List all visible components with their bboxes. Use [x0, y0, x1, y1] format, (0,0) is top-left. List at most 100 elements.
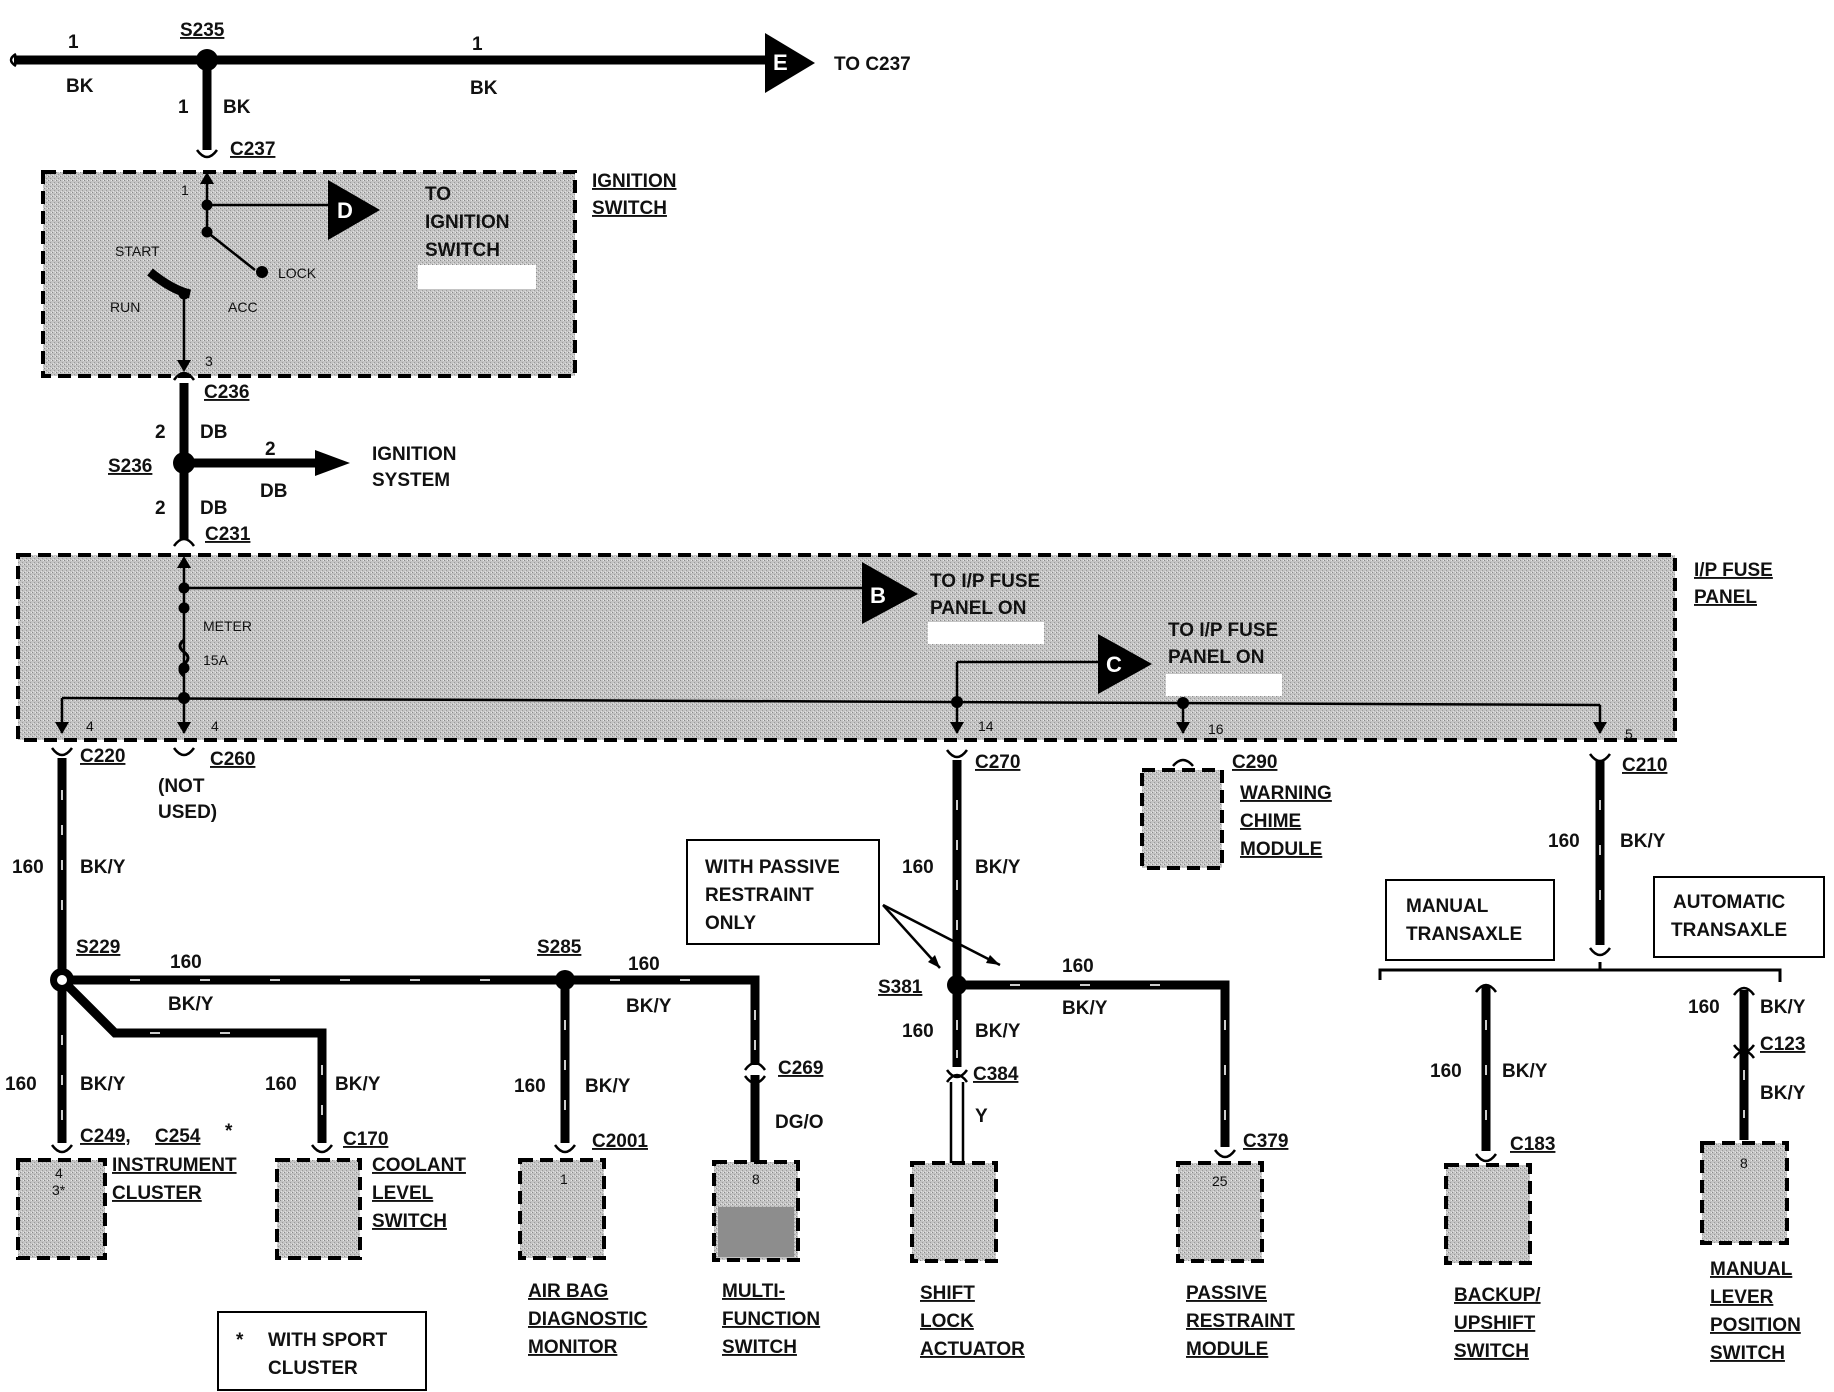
connector-c269: C269 [778, 1058, 823, 1079]
ip-fuse-panel-box [16, 553, 1677, 742]
top-wire [9, 33, 815, 159]
ignition-acc: ACC [228, 299, 258, 315]
connector-c260: C260 [210, 749, 255, 770]
splice-s236-label: S236 [108, 456, 152, 477]
wire-left-color: BK [66, 76, 94, 97]
ignition-pin-1: 1 [181, 182, 189, 198]
manual-transaxle-2: TRANSAXLE [1406, 924, 1522, 945]
to-fuse-c-1: TO I/P FUSE [1168, 620, 1278, 641]
wire-instrument-num: 160 [5, 1074, 37, 1095]
ignition-system-1: IGNITION [372, 444, 456, 465]
backup-1: BACKUP/ [1454, 1285, 1541, 1306]
ignition-switch-internals [147, 172, 536, 372]
connector-arrow-E [765, 33, 815, 93]
automatic-transaxle-box [1653, 876, 1825, 958]
wire-down-color: BK [223, 97, 251, 118]
wire-down-num: 1 [178, 97, 189, 118]
manual-transaxle-box [1385, 879, 1555, 961]
wire-c210-color: BK/Y [1620, 831, 1666, 852]
wire-c123-color: BK/Y [1760, 1083, 1806, 1104]
warning-chime-2: CHIME [1240, 811, 1301, 832]
backup-2: UPSHIFT [1454, 1313, 1536, 1334]
wire-s285-h-num: 160 [628, 954, 660, 975]
backup-upshift-switch-box [1444, 1163, 1532, 1265]
wire-c210-num: 160 [1548, 831, 1580, 852]
arrow-d-letter: D [337, 198, 353, 223]
wire-manlever-num: 160 [1688, 997, 1720, 1018]
warning-chime-module-box [1140, 768, 1224, 870]
passive-2: RESTRAINT [1186, 1311, 1295, 1332]
wire-backup-num: 160 [1430, 1061, 1462, 1082]
manlever-2: LEVER [1710, 1287, 1774, 1308]
shiftlock-2: LOCK [920, 1311, 974, 1332]
airbag-3: MONITOR [528, 1337, 618, 1358]
wire-2b-color: DB [260, 481, 287, 502]
wire-manlever-color: BK/Y [1760, 997, 1806, 1018]
wire-ticks [61, 790, 1745, 1120]
multifunc-1: MULTI- [722, 1281, 785, 1302]
sport-note-star: * [236, 1330, 244, 1351]
to-ignition-2: IGNITION [425, 212, 509, 233]
connector-c123: C123 [1760, 1034, 1805, 1055]
instrument-pin-a: 4 [55, 1165, 63, 1181]
fuse-amp: 15A [203, 652, 229, 668]
manlever-3: POSITION [1710, 1315, 1801, 1336]
ignition-lock: LOCK [278, 265, 317, 281]
manlever-4: SWITCH [1710, 1343, 1785, 1364]
airbag-2: DIAGNOSTIC [528, 1309, 648, 1330]
automatic-transaxle-2: TRANSAXLE [1671, 920, 1787, 941]
coolant-3: SWITCH [372, 1211, 447, 1232]
wire-2c-color: DB [200, 498, 227, 519]
arrow-e-letter: E [773, 50, 788, 75]
connector-c237: C237 [230, 139, 275, 160]
to-c237-label: TO C237 [834, 54, 911, 75]
passive-note-3: ONLY [705, 913, 756, 934]
passive-note-2: RESTRAINT [705, 885, 814, 906]
splice-s381 [947, 975, 967, 995]
connector-c270: C270 [975, 752, 1020, 773]
bottom-connector-curls [50, 1044, 1756, 1164]
passive-3: MODULE [1186, 1339, 1268, 1360]
transaxle-bracket [1378, 962, 1782, 982]
ignition-title-2: SWITCH [592, 198, 667, 219]
automatic-transaxle-1: AUTOMATIC [1673, 892, 1786, 913]
wire-s381-down-num: 160 [902, 1021, 934, 1042]
passive-1: PASSIVE [1186, 1283, 1267, 1304]
to-ignition-3: SWITCH [425, 240, 500, 261]
wire-2a-color: DB [200, 422, 227, 443]
wire-s229-h-num: 160 [170, 952, 202, 973]
wire-left-num: 1 [68, 32, 79, 53]
wire-2a-num: 2 [155, 422, 166, 443]
wire-s285-h-color: BK/Y [626, 996, 672, 1017]
connector-c170: C170 [343, 1129, 388, 1150]
pin-4a: 4 [86, 718, 94, 734]
wire-dgo: DG/O [775, 1112, 824, 1133]
wire-c270-color: BK/Y [975, 857, 1021, 878]
connector-arrow-D [328, 180, 380, 240]
splice-s285-label: S285 [537, 937, 582, 958]
coolant-1: COOLANT [372, 1155, 466, 1176]
shiftlock-3: ACTUATOR [920, 1339, 1025, 1360]
wire-backup-color: BK/Y [1502, 1061, 1548, 1082]
coolant-level-switch-box [275, 1158, 362, 1260]
wire-c220-color: BK/Y [80, 857, 126, 878]
fuse-meter: METER [203, 618, 252, 634]
splice-s229-label: S229 [76, 937, 120, 958]
ignition-run: RUN [110, 299, 140, 315]
arrow-b-letter: B [870, 583, 886, 608]
wire-instrument-color: BK/Y [80, 1074, 126, 1095]
fuse-panel-internals [55, 556, 1607, 734]
instrument-cluster-2: CLUSTER [112, 1183, 202, 1204]
wire-c220-num: 160 [12, 857, 44, 878]
to-fuse-b-1: TO I/P FUSE [930, 571, 1040, 592]
multifunc-3: SWITCH [722, 1337, 797, 1358]
connector-c379: C379 [1243, 1131, 1288, 1152]
pin-4b: 4 [211, 718, 219, 734]
passive-note-1: WITH PASSIVE [705, 857, 840, 878]
wire-right-num: 1 [472, 34, 483, 55]
wire-2c-num: 2 [155, 498, 166, 519]
to-fuse-c-2: PANEL ON [1168, 647, 1264, 668]
splice-s285 [555, 970, 575, 990]
wire-airbag-num: 160 [514, 1076, 546, 1097]
